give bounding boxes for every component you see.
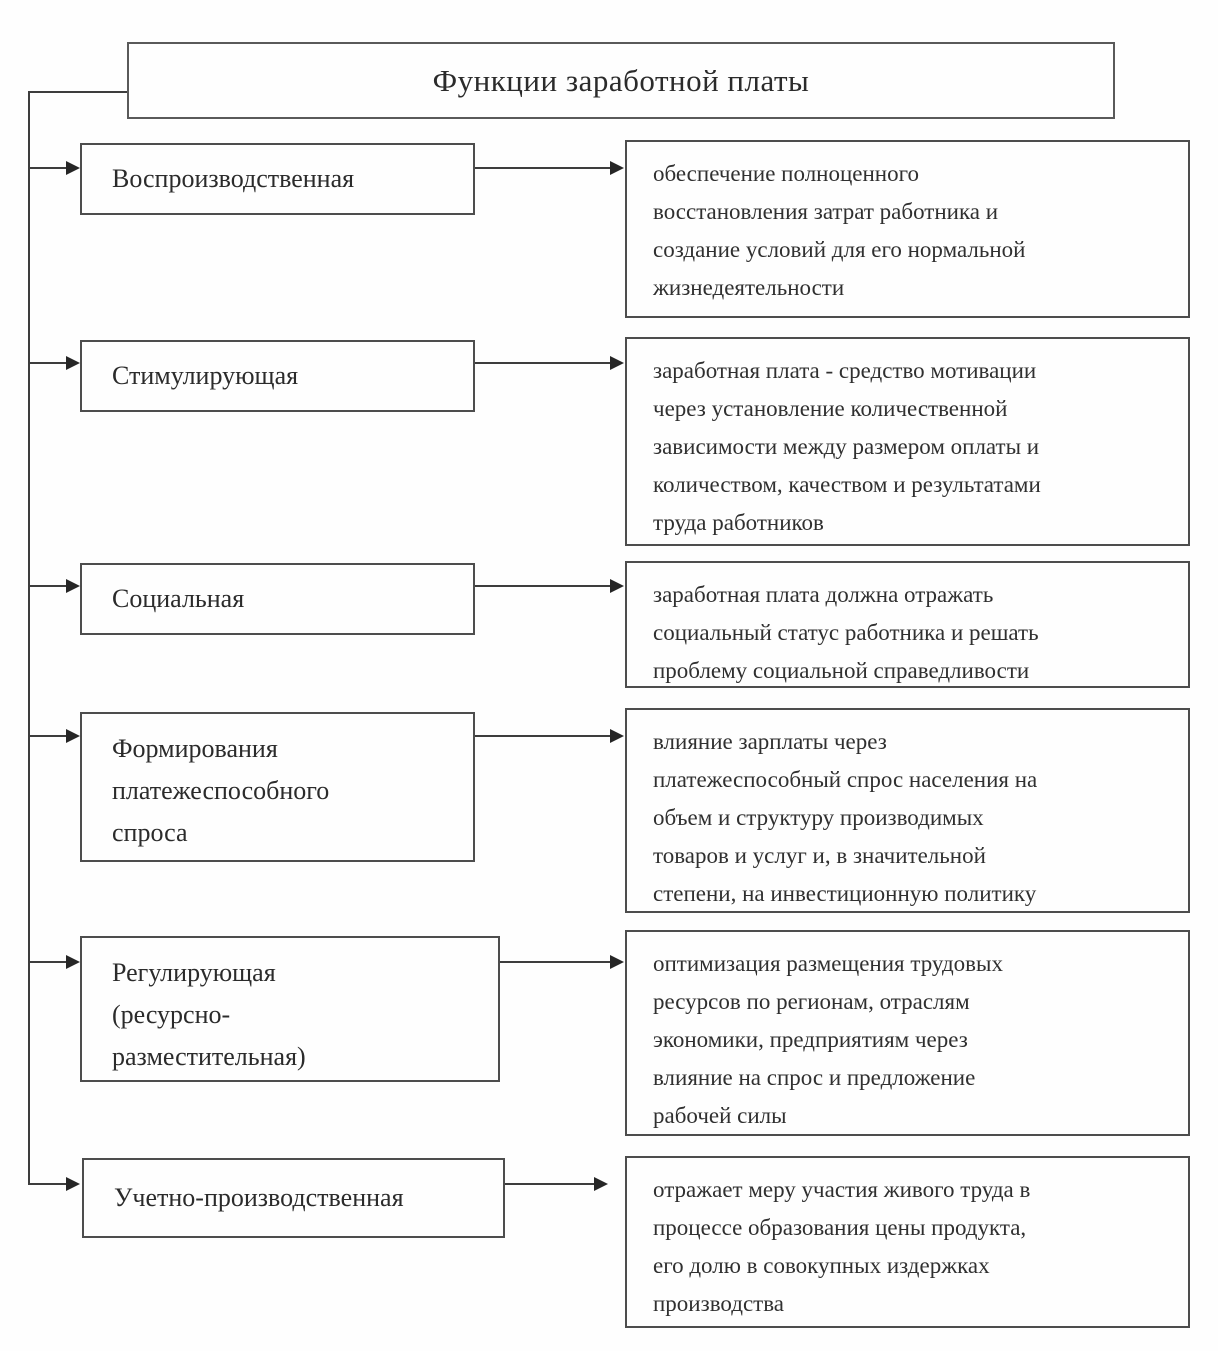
function-box-formirovaniya-sprosa: Формирования платежеспособного спроса (80, 712, 475, 862)
function-label: Регулирующая (ресурсно- разместительная) (112, 958, 306, 1071)
connector-trunk-line (28, 91, 30, 1185)
function-box-vosproizvodstvennaya: Воспроизводственная (80, 143, 475, 215)
description-text: отражает меру участия живого труда в про… (653, 1177, 1031, 1316)
connector-line (28, 1183, 68, 1185)
function-label: Социальная (112, 584, 245, 613)
arrowhead (66, 356, 80, 370)
description-text: оптимизация размещения трудовых ресурсов… (653, 951, 1003, 1128)
diagram-title: Функции заработной платы (432, 62, 810, 98)
description-box: заработная плата должна отражать социаль… (625, 561, 1190, 688)
description-box: обеспечение полноценного восстановления … (625, 140, 1190, 318)
arrowhead (610, 579, 624, 593)
description-box: заработная плата - средство мотивации че… (625, 337, 1190, 546)
connector-line (28, 362, 68, 364)
function-box-stimuliruyushchaya: Стимулирующая (80, 340, 475, 412)
connector-line (505, 1183, 595, 1185)
connector-line (500, 961, 611, 963)
description-box: оптимизация размещения трудовых ресурсов… (625, 930, 1190, 1136)
function-label: Учетно-производственная (114, 1183, 404, 1212)
description-text: заработная плата должна отражать социаль… (653, 582, 1039, 683)
description-text: заработная плата - средство мотивации че… (653, 358, 1041, 535)
arrowhead (66, 1177, 80, 1191)
arrowhead (610, 356, 624, 370)
arrowhead (610, 161, 624, 175)
connector-line (28, 735, 68, 737)
function-label: Формирования платежеспособного спроса (112, 734, 330, 847)
description-text: обеспечение полноценного восстановления … (653, 161, 1026, 300)
function-label: Стимулирующая (112, 361, 299, 390)
arrowhead (610, 955, 624, 969)
title-connector-line (28, 91, 127, 93)
title-box: Функции заработной платы (127, 42, 1115, 119)
arrowhead (66, 161, 80, 175)
arrowhead (66, 579, 80, 593)
connector-line (475, 585, 611, 587)
description-box: отражает меру участия живого труда в про… (625, 1156, 1190, 1328)
connector-line (475, 735, 611, 737)
connector-line (475, 167, 611, 169)
function-box-reguliruyushchaya: Регулирующая (ресурсно- разместительная) (80, 936, 500, 1082)
connector-line (28, 961, 68, 963)
function-box-uchetno-proizvodstvennaya: Учетно-производственная (82, 1158, 505, 1238)
description-text: влияние зарплаты через платежеспособный … (653, 729, 1038, 906)
function-label: Воспроизводственная (112, 164, 355, 193)
connector-line (28, 167, 68, 169)
connector-line (475, 362, 611, 364)
arrowhead (66, 729, 80, 743)
function-box-sotsialnaya: Социальная (80, 563, 475, 635)
arrowhead (610, 729, 624, 743)
description-box: влияние зарплаты через платежеспособный … (625, 708, 1190, 913)
arrowhead (594, 1177, 608, 1191)
connector-line (28, 585, 68, 587)
arrowhead (66, 955, 80, 969)
